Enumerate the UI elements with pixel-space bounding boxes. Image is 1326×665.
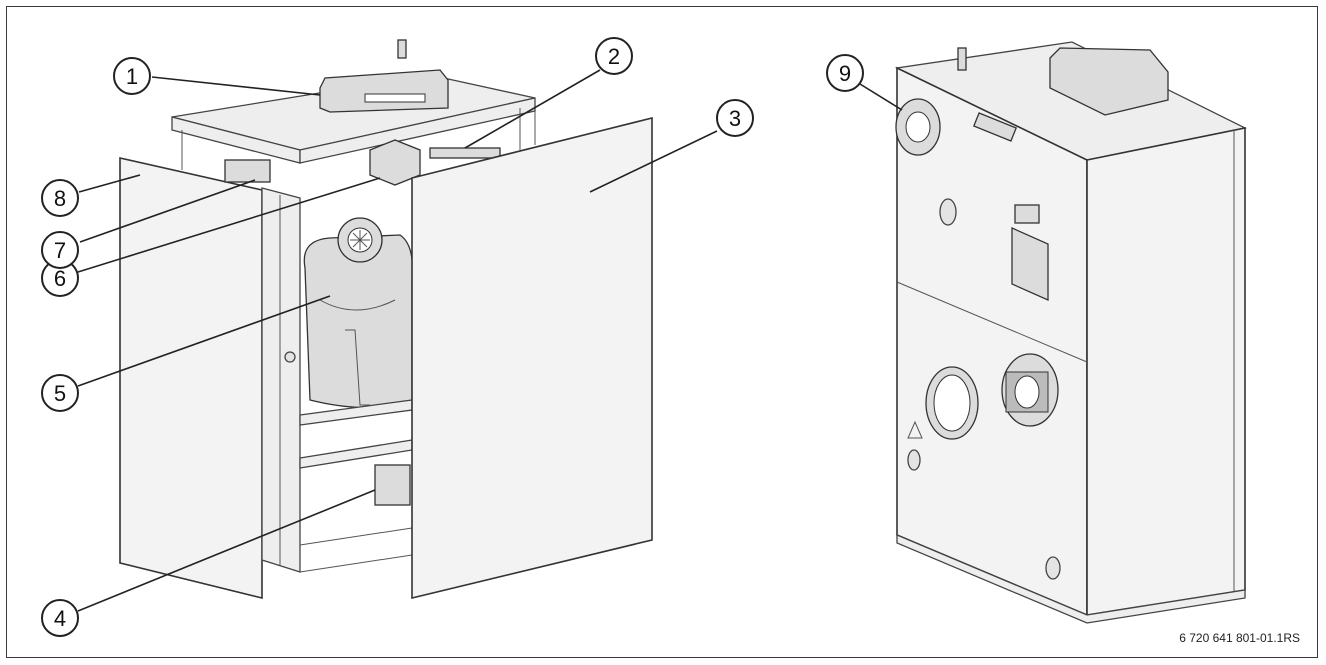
front-panel bbox=[411, 116, 653, 600]
leader-2 bbox=[464, 69, 601, 149]
control-unit bbox=[319, 69, 449, 113]
leader-6 bbox=[77, 177, 381, 273]
side-panel-right bbox=[1086, 127, 1246, 616]
callout-5: 5 bbox=[41, 374, 79, 412]
condensate-trap bbox=[374, 464, 411, 506]
pipe-connector bbox=[224, 159, 271, 183]
callout-7: 7 bbox=[41, 231, 79, 269]
svg-text:5: 5 bbox=[54, 381, 66, 406]
svg-text:8: 8 bbox=[54, 186, 66, 211]
connection-plate bbox=[1011, 226, 1049, 302]
boiler-rear-view bbox=[894, 41, 1247, 624]
leader-8 bbox=[78, 174, 141, 193]
svg-text:3: 3 bbox=[729, 106, 741, 131]
callout-6: 6 bbox=[41, 259, 79, 297]
leader-3 bbox=[589, 130, 718, 193]
callout-1: 1 bbox=[113, 57, 151, 95]
boiler-open-view bbox=[119, 39, 653, 600]
svg-text:1: 1 bbox=[126, 64, 138, 89]
callout-2: 2 bbox=[595, 37, 633, 75]
rear-control-box bbox=[1049, 47, 1169, 116]
side-panel-left bbox=[119, 156, 263, 600]
svg-text:6: 6 bbox=[54, 266, 66, 291]
callout-8: 8 bbox=[41, 179, 79, 217]
air-vent bbox=[397, 39, 407, 59]
leader-1 bbox=[151, 76, 321, 96]
chassis-post bbox=[261, 187, 301, 573]
figure-reference: 6 720 641 801-01.1RS bbox=[1179, 631, 1300, 645]
svg-text:7: 7 bbox=[54, 238, 66, 263]
leader-7 bbox=[79, 179, 256, 243]
leader-9 bbox=[859, 83, 903, 111]
leader-5 bbox=[77, 295, 331, 387]
callout-4: 4 bbox=[41, 599, 79, 637]
gas-valve bbox=[369, 139, 421, 186]
svg-text:2: 2 bbox=[608, 44, 620, 69]
svg-text:4: 4 bbox=[54, 606, 66, 631]
leader-4 bbox=[77, 489, 376, 612]
callout-9: 9 bbox=[826, 54, 864, 92]
svg-text:9: 9 bbox=[839, 61, 851, 86]
callout-3: 3 bbox=[716, 99, 754, 137]
figure-frame bbox=[6, 6, 1318, 658]
